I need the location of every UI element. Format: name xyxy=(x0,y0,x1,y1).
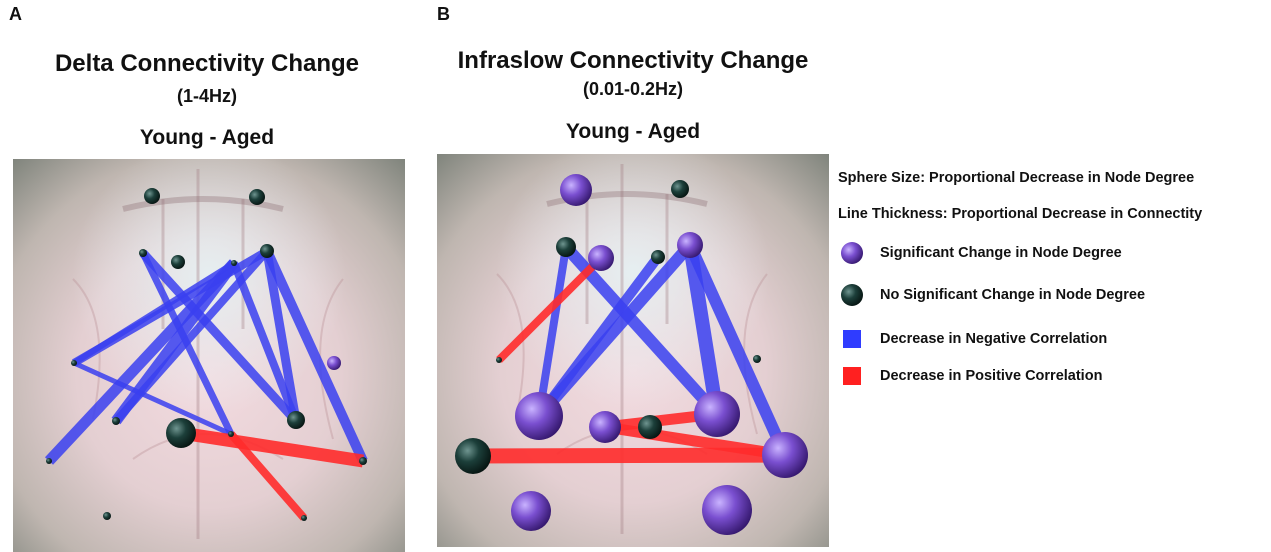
blue-square-icon xyxy=(840,327,864,351)
infraslow-node-nonsignificant xyxy=(753,355,761,363)
infraslow-node-significant xyxy=(588,245,614,271)
delta-node-nonsignificant xyxy=(171,255,185,269)
red-square-icon xyxy=(840,364,864,388)
delta-node-significant xyxy=(327,356,341,370)
delta-node-nonsignificant xyxy=(46,458,52,464)
delta-node-nonsignificant xyxy=(231,260,237,266)
delta-node-nonsignificant xyxy=(260,244,274,258)
delta-node-nonsignificant xyxy=(144,188,160,204)
infraslow-node-significant xyxy=(589,411,621,443)
purple-sphere-icon xyxy=(840,241,864,265)
panel-a-letter: A xyxy=(9,4,22,25)
panel-b-brain-map xyxy=(437,154,829,547)
delta-node-nonsignificant xyxy=(301,515,307,521)
panel-b-letter: B xyxy=(437,4,450,25)
dark-teal-sphere-icon xyxy=(840,283,864,307)
panel-b-title: Infraslow Connectivity Change xyxy=(437,47,829,75)
panel-a-network-svg xyxy=(13,159,405,552)
delta-node-nonsignificant xyxy=(166,418,196,448)
infraslow-edge-positive xyxy=(473,455,785,456)
infraslow-node-significant xyxy=(677,232,703,258)
infraslow-node-significant xyxy=(511,491,551,531)
infraslow-node-nonsignificant xyxy=(556,237,576,257)
infraslow-node-nonsignificant xyxy=(638,415,662,439)
panel-a-brain-map xyxy=(13,159,405,552)
infraslow-node-nonsignificant xyxy=(671,180,689,198)
legend-item-positive-correlation: Decrease in Positive Correlation xyxy=(840,364,1102,388)
legend-item-nonsignificant: No Significant Change in Node Degree xyxy=(840,283,1145,307)
infraslow-node-significant xyxy=(702,485,752,535)
panel-a-frequency-range: (1-4Hz) xyxy=(9,86,405,107)
panel-b-network-svg xyxy=(437,154,829,547)
infraslow-node-nonsignificant xyxy=(455,438,491,474)
infraslow-node-significant xyxy=(694,391,740,437)
legend-label: Decrease in Positive Correlation xyxy=(880,368,1102,384)
panel-a-comparison: Young - Aged xyxy=(9,126,405,150)
legend-label: Decrease in Negative Correlation xyxy=(880,331,1107,347)
panel-b-comparison: Young - Aged xyxy=(437,120,829,144)
delta-node-nonsignificant xyxy=(112,417,120,425)
panel-a-title: Delta Connectivity Change xyxy=(9,50,405,78)
legend-label: No Significant Change in Node Degree xyxy=(880,287,1145,303)
legend-line-thickness: Line Thickness: Proportional Decrease in… xyxy=(838,206,1202,222)
legend-item-significant: Significant Change in Node Degree xyxy=(840,241,1122,265)
delta-node-nonsignificant xyxy=(103,512,111,520)
legend-sphere-size: Sphere Size: Proportional Decrease in No… xyxy=(838,170,1194,186)
panel-b-frequency-range: (0.01-0.2Hz) xyxy=(437,79,829,100)
delta-node-nonsignificant xyxy=(139,249,147,257)
infraslow-node-significant xyxy=(560,174,592,206)
legend-label: Significant Change in Node Degree xyxy=(880,245,1122,261)
infraslow-node-nonsignificant xyxy=(651,250,665,264)
legend-item-negative-correlation: Decrease in Negative Correlation xyxy=(840,327,1107,351)
infraslow-node-significant xyxy=(762,432,808,478)
infraslow-node-significant xyxy=(515,392,563,440)
delta-node-nonsignificant xyxy=(359,457,367,465)
infraslow-node-nonsignificant xyxy=(496,357,502,363)
delta-node-nonsignificant xyxy=(228,431,234,437)
delta-node-nonsignificant xyxy=(249,189,265,205)
delta-node-nonsignificant xyxy=(287,411,305,429)
delta-node-nonsignificant xyxy=(71,360,77,366)
